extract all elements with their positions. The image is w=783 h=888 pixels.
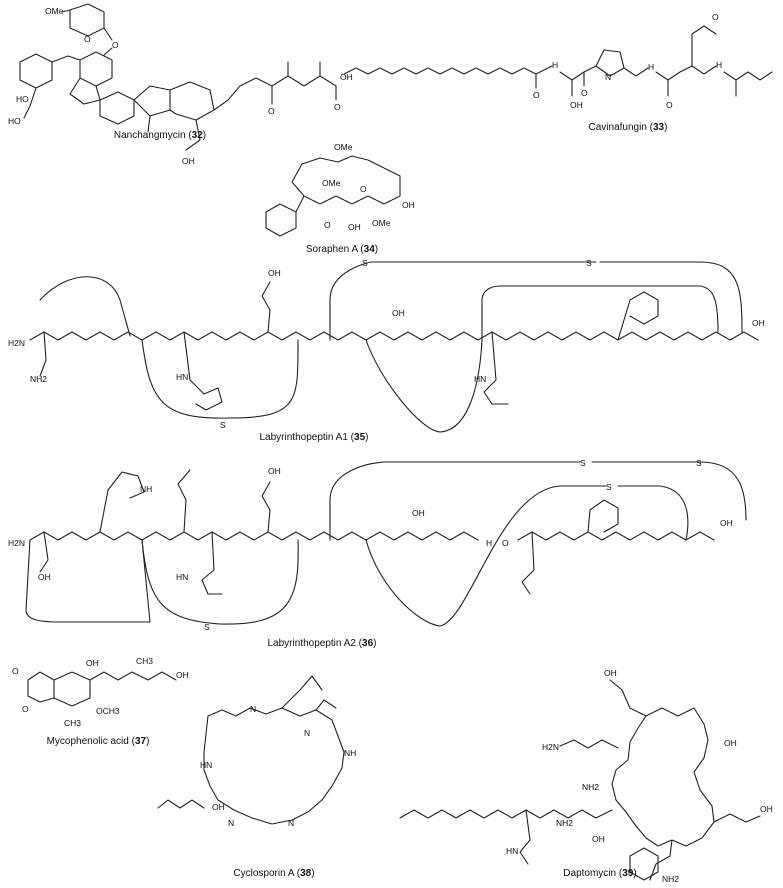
atom-oh-39c: OH bbox=[724, 738, 737, 748]
atom-s-36b: S bbox=[580, 458, 586, 468]
caption-34: Soraphen A (34) bbox=[306, 244, 378, 255]
atom-s-36c: S bbox=[696, 458, 702, 468]
atom-nh-36a: NH bbox=[140, 484, 152, 494]
atom-o-32b: O bbox=[112, 40, 119, 50]
atom-o-32a: O bbox=[84, 34, 91, 44]
atom-s-36d: S bbox=[606, 482, 612, 492]
atom-nh2-39a: NH2 bbox=[582, 782, 599, 792]
atom-o-32d: O bbox=[334, 102, 341, 112]
atom-oh-38: OH bbox=[212, 802, 225, 812]
atom-oh-39d: OH bbox=[760, 804, 773, 814]
atom-oh-39b: OH bbox=[592, 834, 605, 844]
atom-oh-32b: OH bbox=[340, 72, 353, 82]
atom-oh-36b: OH bbox=[268, 466, 281, 476]
atom-s-35c: S bbox=[586, 258, 592, 268]
atom-nh-33b: H bbox=[648, 62, 654, 72]
atom-oh-34a: OH bbox=[348, 222, 361, 232]
atom-h2n-39: H2N bbox=[542, 742, 559, 752]
atom-och3-37: OCH3 bbox=[96, 706, 120, 716]
atom-oh-37a: OH bbox=[86, 658, 99, 668]
atom-s-35b: S bbox=[362, 258, 368, 268]
caption-39: Daptomycin (39) bbox=[563, 868, 636, 879]
atom-nh2-35: NH2 bbox=[30, 374, 47, 384]
atom-oh-35c: OH bbox=[752, 318, 765, 328]
atom-h2n-35: H2N bbox=[8, 338, 25, 348]
caption-38: Cyclosporin A (38) bbox=[233, 868, 314, 879]
atom-nh-38: NH bbox=[344, 748, 356, 758]
structure-cavinafungin: O H OH O N H O O H Cavinafungin (33) bbox=[343, 12, 773, 133]
atom-nh2-39b: NH2 bbox=[556, 818, 573, 828]
atom-hn-35a: HN bbox=[176, 372, 188, 382]
atom-s-36a: S bbox=[204, 622, 210, 632]
caption-35: Labyrinthopeptin A1 (35) bbox=[260, 432, 369, 443]
atom-oh-36c: OH bbox=[412, 508, 425, 518]
atom-n-38c: N bbox=[288, 818, 294, 828]
atom-nh-33a: H bbox=[552, 60, 558, 70]
atom-hn-36a: HN bbox=[176, 572, 188, 582]
atom-ho-32b: HO bbox=[8, 116, 21, 126]
structure-soraphen-a: OMe OMe O O OH OMe OH Soraphen A (34) bbox=[265, 142, 415, 255]
atom-hn-35b: HN bbox=[474, 374, 486, 384]
atom-o-33b: O bbox=[581, 88, 588, 98]
caption-33: Cavinafungin (33) bbox=[589, 122, 668, 133]
atom-oh-35a: OH bbox=[268, 268, 281, 278]
atom-n-38a: N bbox=[250, 704, 256, 714]
atom-oh-37b: OH bbox=[176, 670, 189, 680]
atom-s-35a: S bbox=[220, 420, 226, 430]
atom-oh-36d: OH bbox=[720, 518, 733, 528]
atom-h2n-36: H2N bbox=[8, 538, 25, 548]
atom-nh2-39c: NH2 bbox=[662, 874, 679, 883]
atom-nh-33c: H bbox=[716, 60, 722, 70]
atom-n-38b: N bbox=[304, 728, 310, 738]
atom-hn-36b: H bbox=[486, 538, 492, 548]
atom-ch3-37b: CH3 bbox=[136, 656, 153, 666]
atom-o-34a: O bbox=[360, 184, 367, 194]
atom-hn-39a: HN bbox=[506, 846, 518, 856]
atom-o-33d: O bbox=[712, 12, 719, 22]
structure-nanchangmycin: OMe O O OH HO HO O O OH Nanchangmycin (3… bbox=[8, 3, 353, 166]
atom-ho-32a: HO bbox=[16, 94, 29, 104]
structure-daptomycin: OH H2N HN NH2 NH2 OH OH OH NH2 Daptomyci… bbox=[399, 668, 773, 884]
atom-n-33a: N bbox=[605, 72, 611, 82]
caption-36: Labyrinthopeptin A2 (36) bbox=[268, 638, 377, 649]
atom-oh-36a: OH bbox=[38, 572, 51, 582]
atom-oh-34b: OH bbox=[402, 200, 415, 210]
caption-32: Nanchangmycin (32) bbox=[114, 130, 206, 141]
atom-ome-34a: OMe bbox=[334, 142, 353, 152]
atom-oh-35b: OH bbox=[392, 308, 405, 318]
atom-n-38d: N bbox=[228, 818, 234, 828]
structure-labyrinthopeptin-a2: H2N OH S NH HN OH S S S OH H O OH Labyri… bbox=[8, 458, 747, 649]
structure-labyrinthopeptin-a1: H2N NH2 S HN OH S S OH HN OH Labyrinthop… bbox=[8, 258, 765, 443]
atom-ome-34c: OMe bbox=[372, 218, 391, 228]
atom-hn-38: HN bbox=[200, 760, 212, 770]
atom-oh-32a: OH bbox=[182, 156, 195, 166]
atom-o-37a: O bbox=[12, 666, 19, 676]
atom-oh-39a: OH bbox=[604, 668, 617, 678]
atom-o-37b: O bbox=[22, 704, 29, 714]
structure-cyclosporin-a: HN OH N N NH N N Cyclosporin A (38) bbox=[157, 675, 356, 879]
atom-o-33a: O bbox=[533, 90, 540, 100]
atom-o-32c: O bbox=[268, 106, 275, 116]
atom-ome-32a: OMe bbox=[45, 6, 64, 16]
atom-o-33c: O bbox=[666, 100, 673, 110]
atom-o-34b: O bbox=[324, 220, 331, 230]
atom-o-36a: O bbox=[502, 538, 509, 548]
structure-mycophenolic-acid: O O OH OCH3 CH3 CH3 OH Mycophenolic acid… bbox=[12, 656, 189, 747]
atom-oh-33a: OH bbox=[570, 100, 583, 110]
caption-37: Mycophenolic acid (37) bbox=[47, 736, 150, 747]
atom-ch3-37a: CH3 bbox=[64, 718, 81, 728]
atom-ome-34b: OMe bbox=[322, 178, 341, 188]
